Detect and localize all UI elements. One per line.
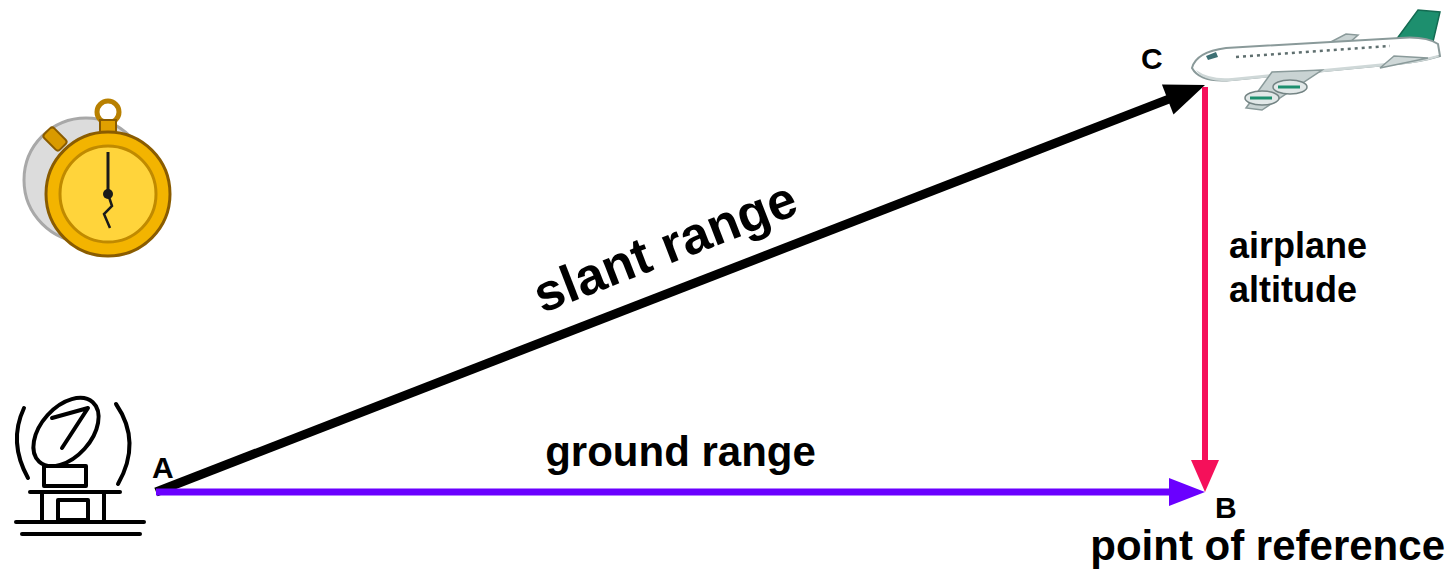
point-caption: point of reference (1062, 524, 1445, 568)
range-arrow (1191, 87, 1219, 492)
stopwatch-button (42, 126, 67, 151)
radar-leg (40, 492, 44, 520)
radar-platform (16, 520, 144, 524)
airplane-engine-stripe (1278, 86, 1300, 89)
airplane-cockpit (1206, 52, 1218, 60)
range-line (1202, 87, 1208, 466)
airplane-windows (1236, 46, 1390, 57)
point-letter: C (1135, 35, 1205, 75)
range-line (156, 489, 1176, 496)
arrow-head (1169, 478, 1205, 506)
point-marker: C (1135, 35, 1205, 85)
arrow-head (1162, 85, 1205, 115)
airplane-engine-stripe (1250, 97, 1272, 100)
edge-label: slant range (525, 171, 804, 325)
airplane-stabilizer (1380, 56, 1428, 68)
stopwatch-hand (104, 194, 112, 228)
stopwatch-pivot (103, 189, 113, 199)
stopwatch-hand (107, 152, 110, 194)
stopwatch-case (46, 132, 170, 256)
range-arrow (156, 478, 1205, 506)
airplane-engine (1273, 80, 1307, 94)
radar-base (22, 532, 140, 536)
radar-station-icon (16, 386, 144, 534)
airplane-engine (1245, 91, 1279, 105)
airplane-belly (1196, 55, 1439, 81)
airplane-wing (1246, 70, 1322, 110)
radar-mount (44, 466, 86, 486)
arrow-head (1191, 460, 1219, 492)
point-marker: Bpoint of reference (1062, 492, 1445, 568)
airplane-icon (1192, 10, 1440, 110)
range-arrow (156, 85, 1205, 492)
radar-leg (102, 492, 106, 520)
point-letter: A (148, 446, 182, 484)
radar-wave (116, 404, 130, 484)
point-letter: B (1062, 492, 1445, 524)
stopwatch-face (60, 146, 156, 242)
range-line (156, 97, 1175, 492)
edge-label: airplane altitude (1229, 224, 1389, 310)
edge-label: ground range (545, 429, 816, 475)
point-marker: A (148, 446, 182, 492)
radar-feed (52, 408, 88, 448)
radar-wave (17, 408, 28, 478)
radar-cabin (58, 500, 88, 520)
stopwatch-icon (24, 101, 170, 256)
